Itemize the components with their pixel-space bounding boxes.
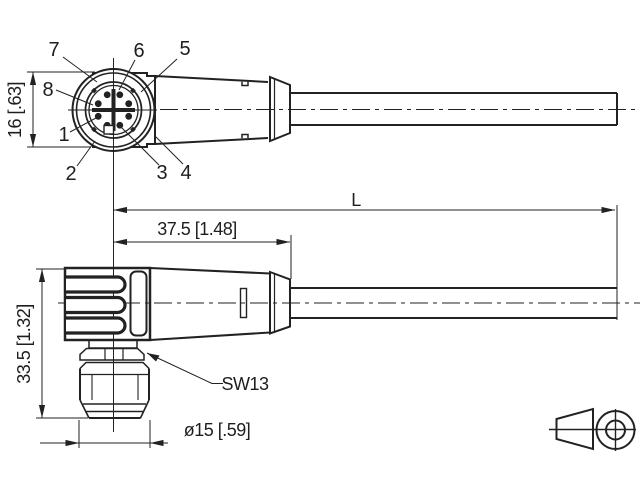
dim-connector-height: 33.5 [1.32] [14,304,34,384]
mold-seam-mark [239,287,248,319]
mold-notch-bottom [241,133,249,139]
bend-protection-side-view [269,270,291,335]
hex-nut [79,347,145,361]
pin-label-4: 4 [180,162,192,184]
pin-leader-lines [55,56,184,167]
first-angle-projection-icon [549,407,636,451]
grip-ribs [66,275,127,335]
pin-label-2: 2 [65,163,77,185]
dim-face-width: 16 [.63] [5,81,25,139]
dim-connector-reach: 37.5 [1.48] [157,219,237,239]
bend-protection-top-view [269,75,291,143]
pin-label-8: 8 [42,79,54,101]
pin-label-5: 5 [179,38,191,60]
face-contacts [91,87,136,135]
side-view [63,266,617,419]
pin-label-1: 1 [58,124,70,146]
contact-pins [91,87,136,133]
keyway-notch [103,124,115,135]
wrench-size-label: SW13 [221,374,269,394]
mold-notch-top [241,81,249,87]
dimension-arrowheads [29,72,615,447]
dim-coupling-diameter: ø15 [.59] [183,420,251,440]
wrench-size-leader [146,352,223,384]
grip-panel [129,270,148,337]
pin-label-3: 3 [156,162,168,184]
coupling-nut [79,361,150,419]
pin-label-6: 6 [133,40,145,62]
dimension-lines [27,71,618,448]
dim-cable-length: L [351,190,361,210]
centerlines [58,58,640,432]
pin-label-7: 7 [48,39,60,61]
cable-side-view [290,287,617,319]
